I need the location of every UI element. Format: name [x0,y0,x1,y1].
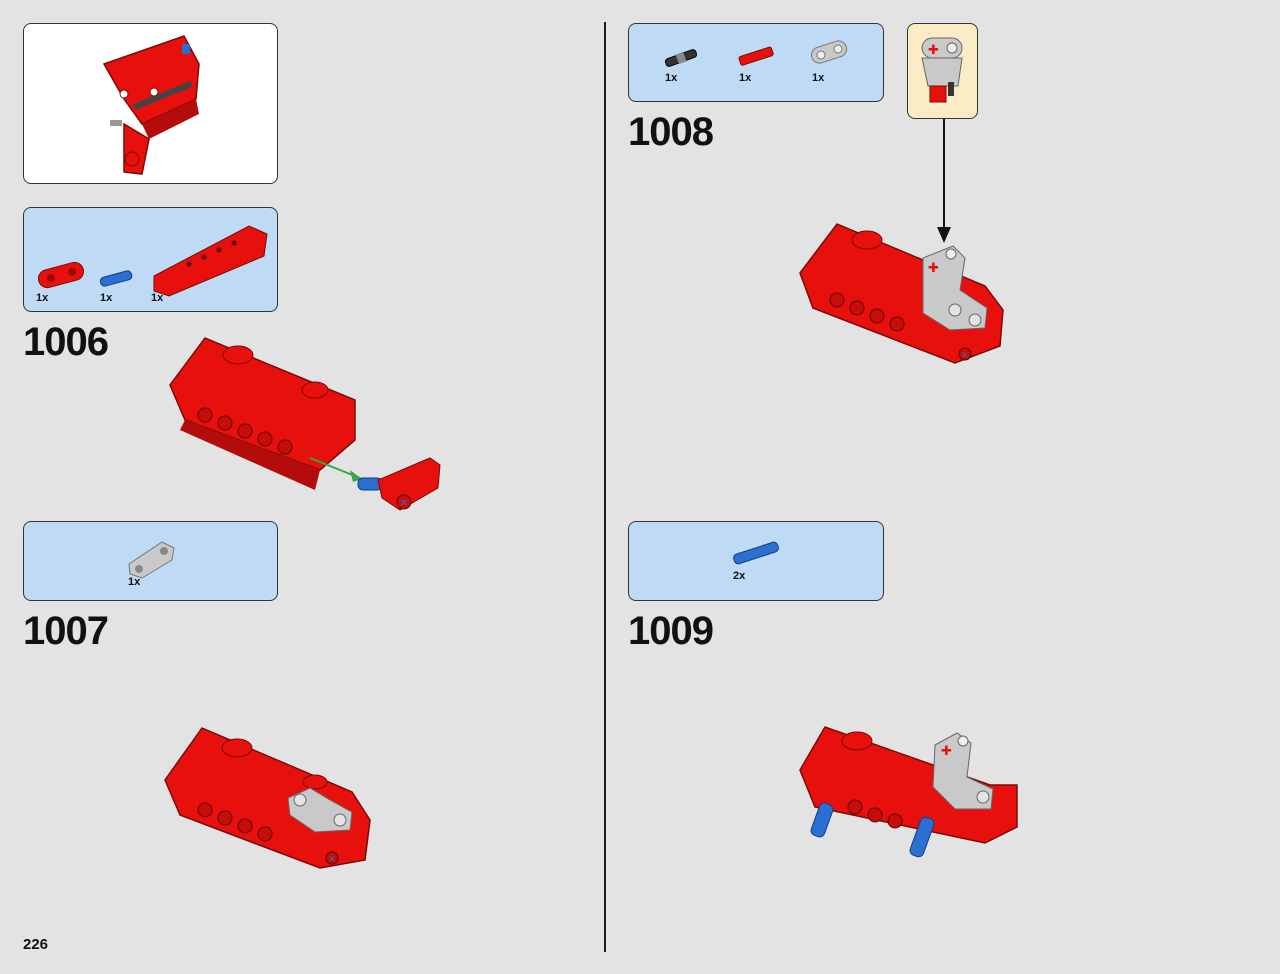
step-1006-illustration: ✕ [169,337,441,511]
gray-lever-subassembly-illustration: ✚ [921,37,963,103]
part-qty: 1x [36,292,49,304]
parts-list-1008: 1x 1x 1x [628,23,884,102]
step-1008-illustration: ✚ ✕ [799,223,1004,364]
parts-list-1007: 1x [23,521,278,601]
placement-arrow [937,119,951,243]
step-1009-illustration: ✚ [799,726,1018,858]
parts-list-1009: 2x [628,521,884,601]
svg-text:✕: ✕ [961,351,969,361]
svg-text:✕: ✕ [400,498,408,509]
svg-text:✚: ✚ [941,744,952,759]
part-qty: 2x [733,570,746,582]
subassembly-callout: ✚ [907,23,978,119]
svg-text:✕: ✕ [328,855,336,865]
parts-list-1006: 1x 1x 1x [23,207,278,312]
page-divider [604,22,606,952]
step-1007-illustration: ✕ [164,727,371,869]
part-qty: 1x [100,292,113,304]
subassembly-preview [23,23,278,184]
black-axle-pin-part [664,49,698,67]
blue-pin-part [99,270,133,287]
bracket-assembly-illustration [102,35,200,175]
step-number: 1009 [628,609,714,653]
svg-text:✚: ✚ [928,43,939,58]
svg-text:✚: ✚ [928,261,939,276]
gray-lever-part [128,541,175,579]
part-qty: 1x [128,576,141,588]
red-panel-part [153,225,268,297]
gray-beam-part [810,40,848,64]
part-qty: 1x [812,72,825,84]
step-number: 1007 [23,609,109,653]
red-beam-connector-part [37,261,85,289]
red-axle-part [738,46,774,66]
part-qty: 1x [665,72,678,84]
part-qty: 1x [739,72,752,84]
page-number: 226 [23,936,49,953]
step-number: 1008 [628,110,714,154]
part-qty: 1x [151,292,164,304]
step-number: 1006 [23,320,109,364]
blue-pin-part [733,541,779,565]
